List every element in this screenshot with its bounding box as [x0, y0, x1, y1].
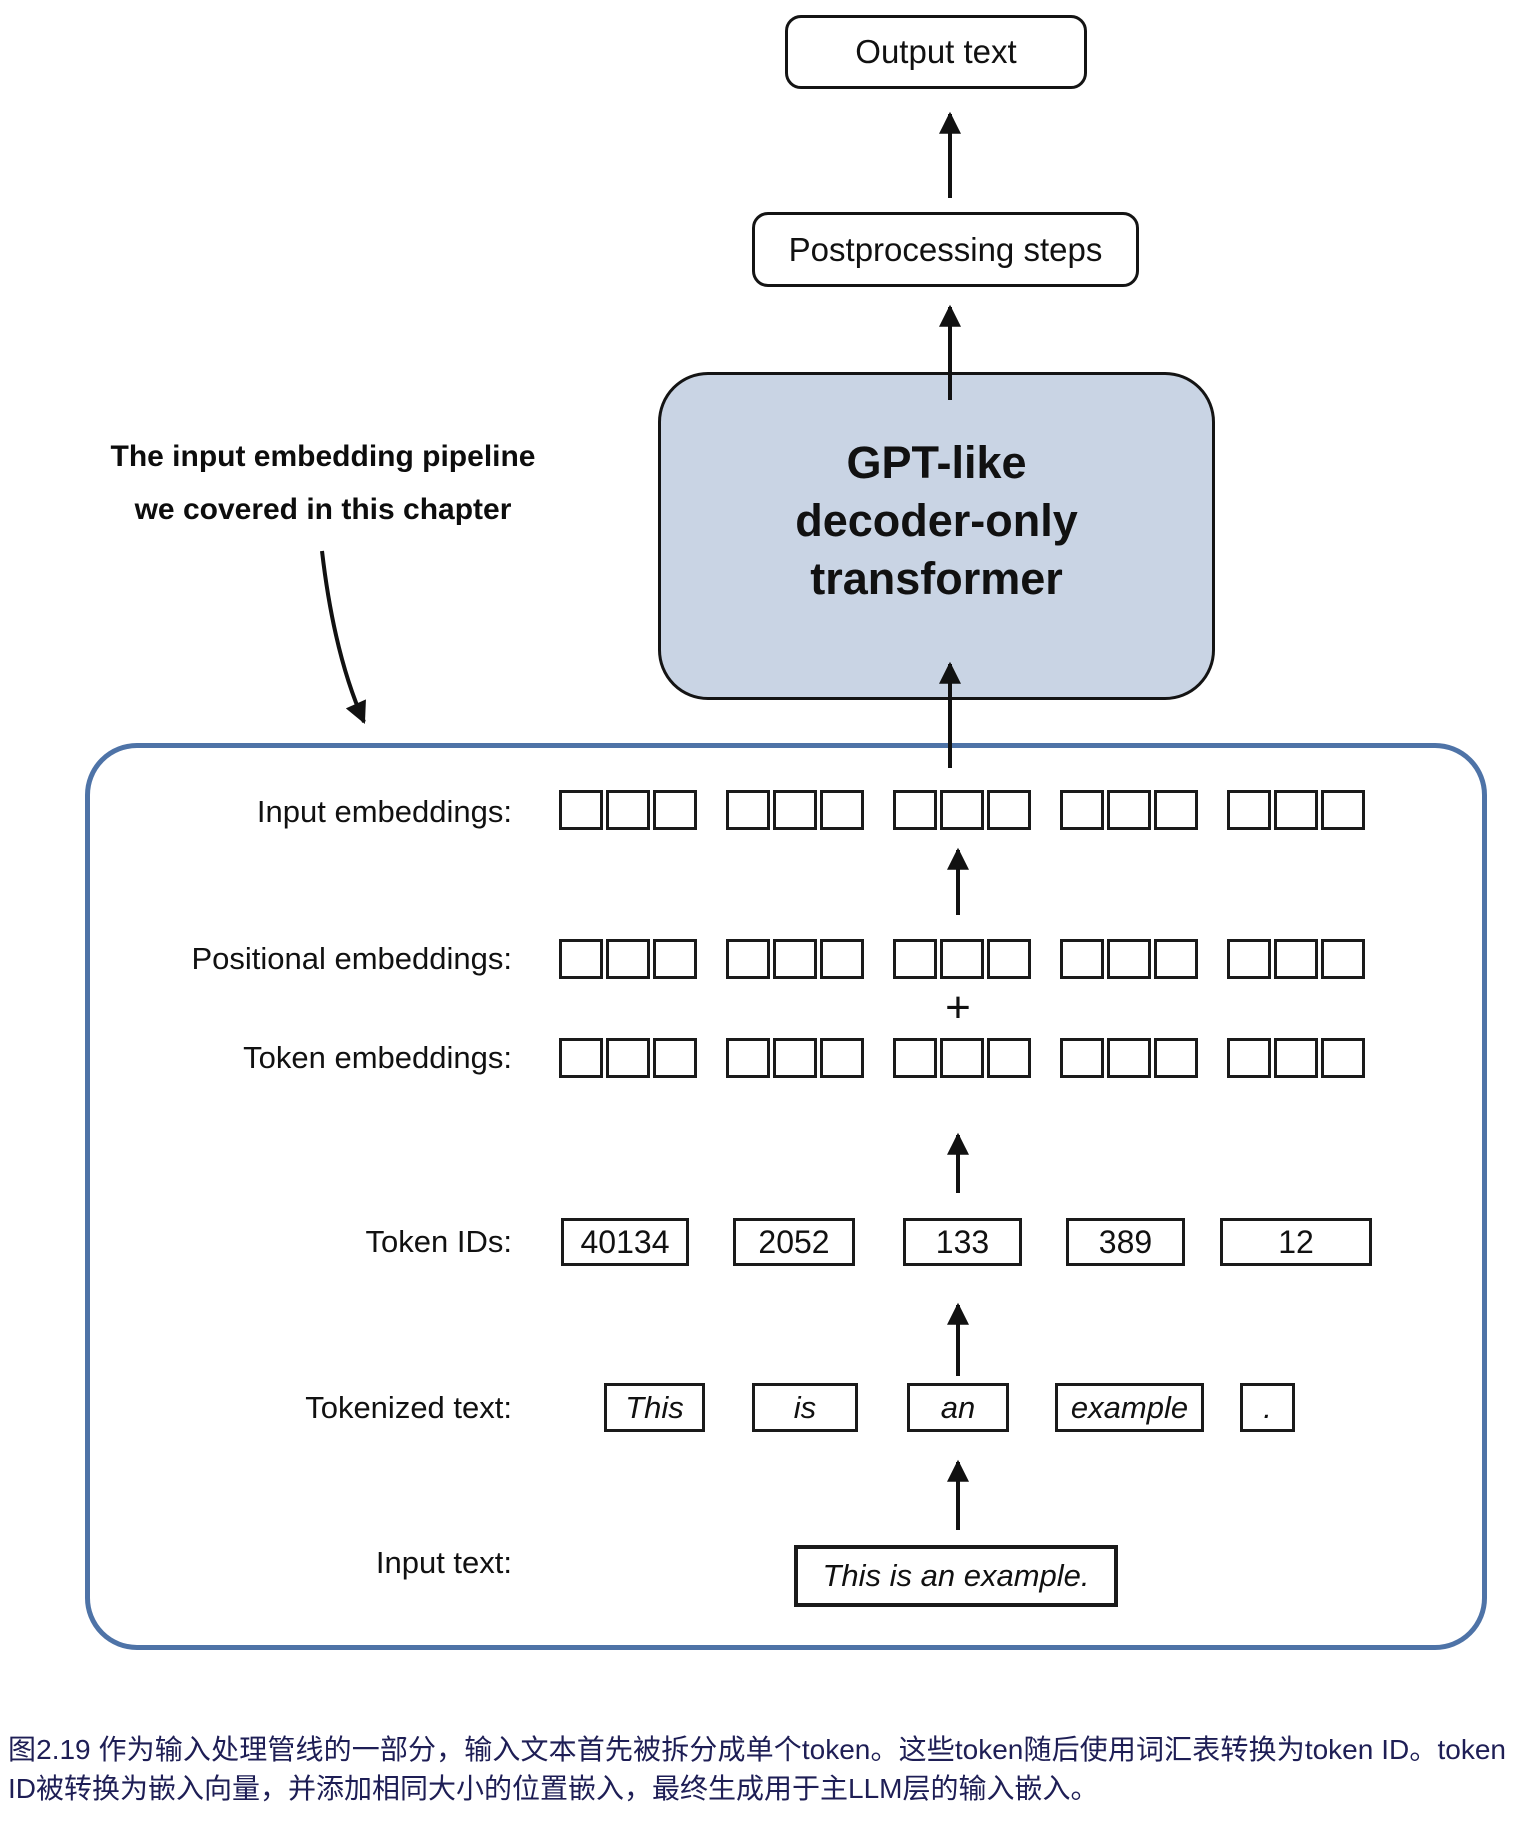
annotation-note: The input embedding pipeline we covered …	[110, 440, 536, 526]
embedding-vector	[726, 790, 864, 830]
embedding-cell	[1227, 1038, 1271, 1078]
embedding-vector	[726, 1038, 864, 1078]
embedding-cell	[773, 1038, 817, 1078]
output-text-box: Output text	[785, 15, 1087, 89]
embedding-cell	[820, 790, 864, 830]
annotation-arrow	[320, 550, 366, 725]
embedding-cell	[559, 1038, 603, 1078]
figure-caption: 图2.19 作为输入处理管线的一部分，输入文本首先被拆分成单个token。这些t…	[8, 1734, 1506, 1804]
gpt-transformer-box: GPT-like decoder-only transformer	[658, 372, 1215, 700]
embedding-vector	[893, 939, 1031, 979]
embedding-cell	[1274, 1038, 1318, 1078]
embedding-cell	[940, 790, 984, 830]
embedding-cell	[893, 1038, 937, 1078]
embedding-cell	[559, 939, 603, 979]
embedding-cell	[893, 790, 937, 830]
token-box: is	[752, 1383, 858, 1432]
embedding-cell	[559, 790, 603, 830]
embedding-vector	[1227, 790, 1365, 830]
embedding-vector	[559, 1038, 697, 1078]
input-embeddings-vectors	[559, 790, 1365, 830]
embedding-cell	[606, 1038, 650, 1078]
embedding-cell	[1060, 939, 1104, 979]
postprocessing-label: Postprocessing steps	[788, 230, 1103, 268]
embedding-cell	[606, 939, 650, 979]
embedding-cell	[653, 1038, 697, 1078]
token-id-box: 133	[903, 1218, 1022, 1266]
embedding-cell	[1274, 790, 1318, 830]
embedding-vector	[893, 1038, 1031, 1078]
input-embeddings-label: Input embeddings:	[256, 794, 512, 829]
embedding-cell	[726, 1038, 770, 1078]
embedding-cell	[820, 1038, 864, 1078]
token-box: an	[907, 1383, 1009, 1432]
embedding-cell	[773, 939, 817, 979]
embedding-cell	[606, 790, 650, 830]
embedding-cell	[1154, 1038, 1198, 1078]
embedding-cell	[987, 1038, 1031, 1078]
embedding-cell	[653, 939, 697, 979]
embedding-vector	[1060, 790, 1198, 830]
token-id-box: 40134	[561, 1218, 689, 1266]
embedding-cell	[653, 790, 697, 830]
embedding-vector	[1227, 1038, 1365, 1078]
embedding-vector	[1227, 939, 1365, 979]
token-box: This	[604, 1383, 705, 1432]
token-box: .	[1240, 1383, 1295, 1432]
embedding-cell	[987, 790, 1031, 830]
embedding-cell	[1321, 939, 1365, 979]
embedding-vector	[726, 939, 864, 979]
embedding-vector	[893, 790, 1031, 830]
embedding-vector	[1060, 939, 1198, 979]
gpt-transformer-label: GPT-like decoder-only transformer	[795, 437, 1078, 604]
tokenized-text-label: Tokenized text:	[305, 1390, 512, 1425]
token-id-box: 12	[1220, 1218, 1372, 1266]
embedding-cell	[1274, 939, 1318, 979]
input-text-label: Input text:	[375, 1545, 512, 1580]
embedding-vector	[1060, 1038, 1198, 1078]
embedding-vector	[559, 790, 697, 830]
embedding-cell	[987, 939, 1031, 979]
plus-sign: +	[945, 983, 971, 1032]
embedding-cell	[1227, 790, 1271, 830]
embedding-cell	[1060, 790, 1104, 830]
input-text-box: This is an example.	[794, 1545, 1118, 1607]
embedding-cell	[1154, 939, 1198, 979]
pipeline-container-box	[85, 743, 1487, 1650]
positional-embeddings-vectors	[559, 939, 1365, 979]
embedding-cell	[893, 939, 937, 979]
embedding-cell	[1060, 1038, 1104, 1078]
embedding-cell	[940, 1038, 984, 1078]
token-box: example	[1055, 1383, 1204, 1432]
embedding-cell	[820, 939, 864, 979]
output-text-label: Output text	[855, 33, 1017, 70]
positional-embeddings-label: Positional embeddings:	[191, 941, 512, 976]
token-embeddings-vectors	[559, 1038, 1365, 1078]
embedding-cell	[1321, 1038, 1365, 1078]
embedding-cell	[773, 790, 817, 830]
token-ids-label: Token IDs:	[365, 1224, 512, 1259]
embedding-cell	[726, 939, 770, 979]
embedding-cell	[1154, 790, 1198, 830]
embedding-vector	[559, 939, 697, 979]
embedding-cell	[1107, 790, 1151, 830]
embedding-cell	[1227, 939, 1271, 979]
token-id-box: 2052	[733, 1218, 855, 1266]
token-embeddings-label: Token embeddings:	[243, 1040, 512, 1075]
token-id-box: 389	[1066, 1218, 1185, 1266]
postprocessing-box: Postprocessing steps	[752, 212, 1139, 287]
embedding-cell	[1107, 939, 1151, 979]
embedding-cell	[726, 790, 770, 830]
embedding-cell	[940, 939, 984, 979]
embedding-cell	[1321, 790, 1365, 830]
embedding-cell	[1107, 1038, 1151, 1078]
